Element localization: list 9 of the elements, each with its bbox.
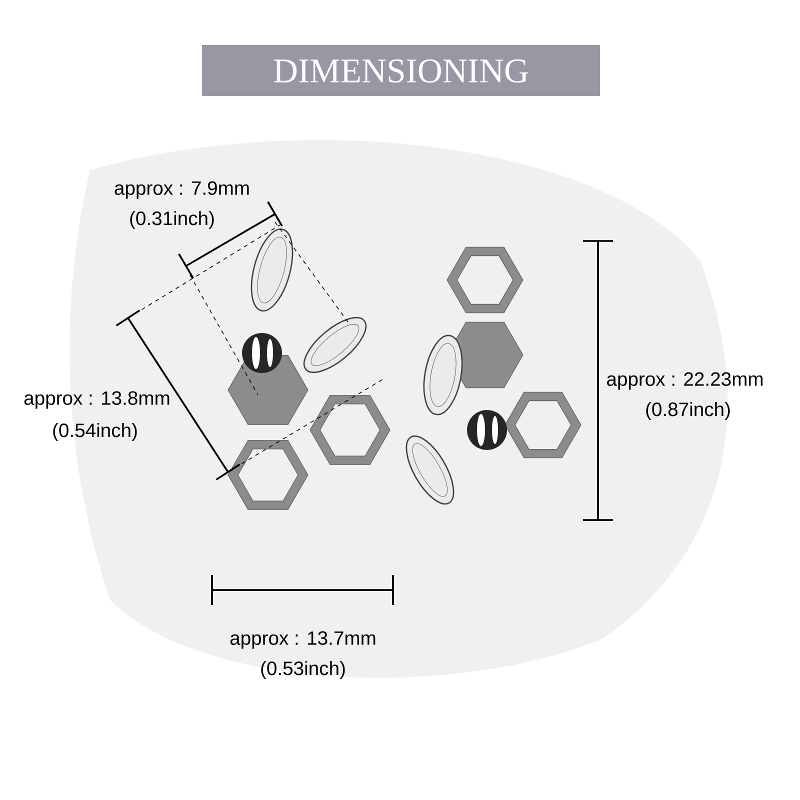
dimension-label: (0.54inch) <box>53 423 137 442</box>
dimension-label: approx : 13.7mm <box>230 631 376 649</box>
dimension-label: approx : 22.23mm <box>607 372 763 390</box>
title-banner: DIMENSIONING <box>202 45 600 96</box>
dimension-label: approx : 13.8mm <box>24 391 170 409</box>
dimension-label: (0.31inch) <box>130 211 214 230</box>
dimension-label: (0.53inch) <box>261 661 345 680</box>
dimension-label: approx : 7.9mm <box>114 181 249 199</box>
dimension-label: (0.87inch) <box>646 402 730 420</box>
